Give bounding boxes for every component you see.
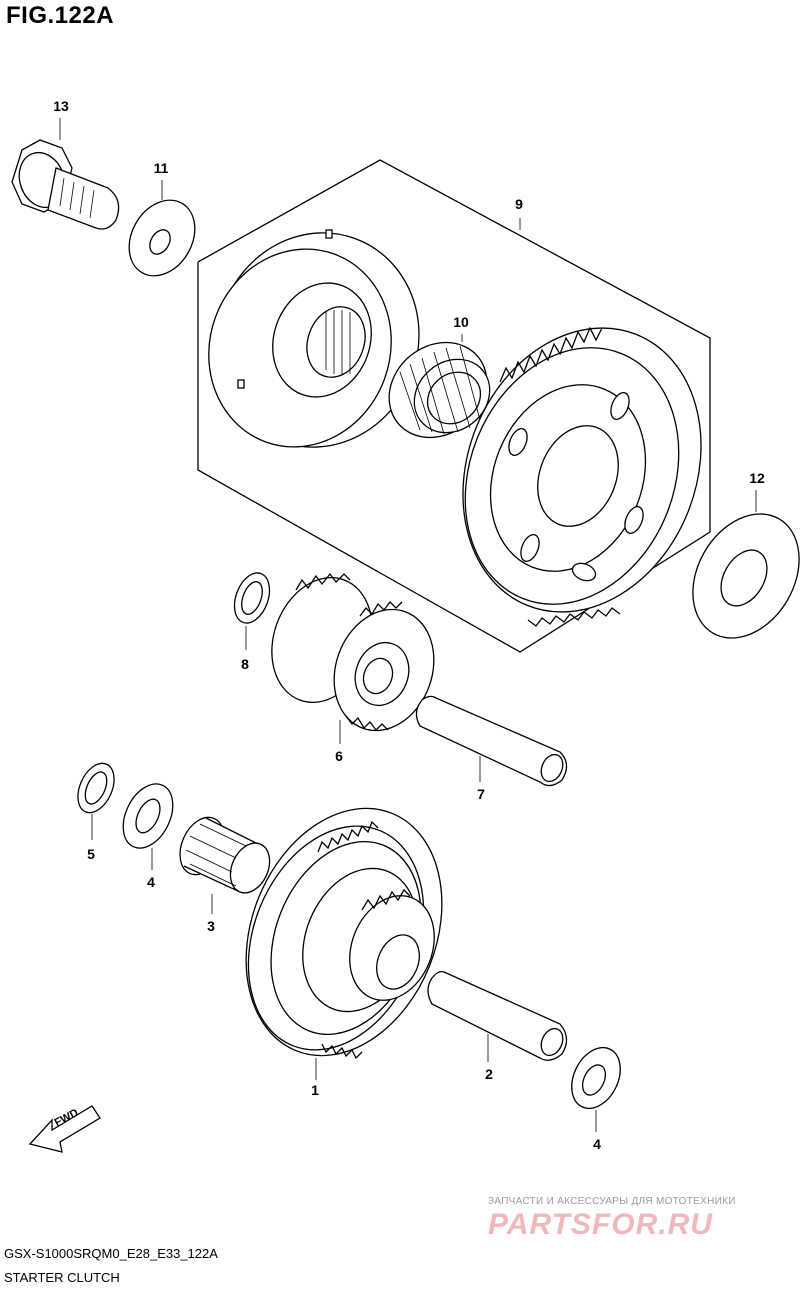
watermark-logo: PARTSFOR.RU [488,1208,713,1241]
part-6-idle-gear[interactable] [255,563,450,744]
part-9-starter-gear[interactable] [422,292,743,648]
callout-12: 12 [749,470,765,486]
part-12-washer[interactable] [671,490,800,657]
callout-2: 2 [485,1066,493,1082]
part-8-washer[interactable] [228,568,276,650]
callout-4-right: 4 [593,1136,601,1152]
callout-3: 3 [207,918,215,934]
assembly-box-9 [197,159,711,653]
part-4-washer-a[interactable] [113,776,182,870]
part-9-clutch-housing[interactable] [181,204,449,475]
part-13-bolt[interactable] [11,118,120,230]
callout-9: 9 [515,196,523,212]
part-10-needle-bearing[interactable] [370,323,506,457]
watermark-tagline: ЗАПЧАСТИ И АКСЕССУАРЫ ДЛЯ МОТОТЕХНИКИ [488,1196,736,1207]
callout-5: 5 [87,846,95,862]
part-3-needle-bearing[interactable] [172,810,277,914]
callout-4-left: 4 [147,874,155,890]
callout-13: 13 [53,98,69,114]
footer-diagram-name: STARTER CLUTCH [4,1270,120,1285]
fwd-arrow-icon [28,1105,101,1153]
part-1-driven-gear[interactable] [211,779,478,1085]
callout-1: 1 [311,1082,319,1098]
callout-11: 11 [153,160,169,176]
part-5-washer[interactable] [71,758,121,840]
part-7-shaft[interactable] [415,695,568,787]
part-2-shaft[interactable] [427,970,568,1062]
footer-diagram-code: GSX-S1000SRQM0_E28_E33_122A [4,1246,218,1261]
callout-10: 10 [453,314,469,330]
figure-title: FIG.122A [6,2,115,29]
callout-8: 8 [241,656,249,672]
part-4-washer-b[interactable] [562,1040,630,1132]
part-11-washer[interactable] [116,180,208,288]
callout-6: 6 [335,748,343,764]
callout-7: 7 [477,786,485,802]
